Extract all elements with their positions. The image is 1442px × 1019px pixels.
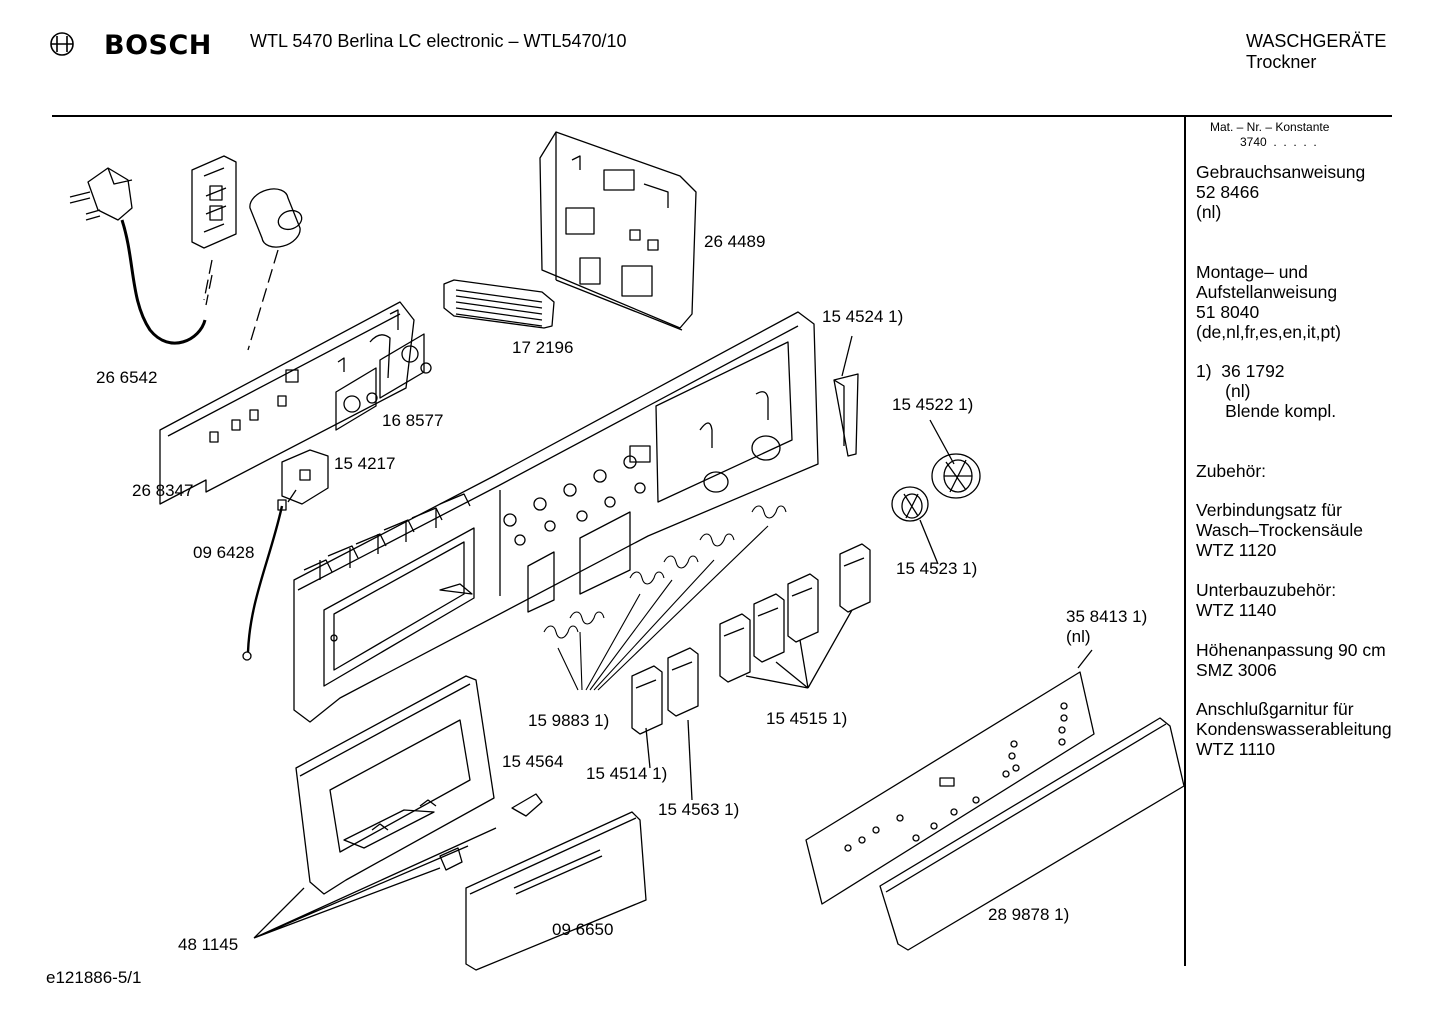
callout-154514: 15 4514 1) bbox=[586, 764, 668, 783]
terminal-block-part bbox=[191, 155, 303, 351]
callout-154522: 15 4522 1) bbox=[892, 395, 974, 414]
callout-481145: 48 1145 bbox=[178, 935, 239, 954]
category-label: WASCHGERÄTE bbox=[1246, 31, 1387, 51]
sidebar-block-installation: Montage– und Aufstellanweisung 51 8040 (… bbox=[1196, 262, 1341, 342]
callout-154523: 15 4523 1) bbox=[896, 559, 978, 578]
callout-154564: 15 4564 bbox=[502, 752, 564, 771]
control-pcb-part bbox=[159, 301, 415, 505]
callout-154563: 15 4563 1) bbox=[658, 800, 740, 819]
mat-nr-header: Mat. – Nr. – Konstante bbox=[1210, 120, 1330, 134]
cover-strip-part bbox=[879, 717, 1185, 951]
callout-358413: 35 8413 1) bbox=[1066, 607, 1148, 626]
sidebar-block-height: Höhenanpassung 90 cm SMZ 3006 bbox=[1196, 640, 1386, 680]
fascia-plate-part bbox=[805, 649, 1095, 905]
microswitch-part bbox=[281, 449, 329, 505]
callout-264489: 26 4489 bbox=[704, 232, 766, 251]
callout-096650: 09 6650 bbox=[552, 920, 614, 939]
callout-358413-note: (nl) bbox=[1066, 627, 1091, 646]
document-id: e121886-5/1 bbox=[46, 968, 142, 987]
flap-part bbox=[465, 811, 647, 971]
push-buttons-part bbox=[631, 543, 871, 801]
bracket-part bbox=[833, 335, 859, 457]
control-panel-body bbox=[293, 311, 819, 723]
model-title: WTL 5470 Berlina LC electronic – WTL5470… bbox=[250, 31, 627, 51]
callout-266542: 26 6542 bbox=[96, 368, 158, 387]
door-panel-part bbox=[253, 675, 543, 939]
sidebar-block-accessories: Zubehör: bbox=[1196, 461, 1267, 481]
wiring-harness-part bbox=[443, 279, 555, 329]
callout-172196: 17 2196 bbox=[512, 338, 574, 357]
brand-name: BOSCH bbox=[104, 30, 212, 61]
callout-154515: 15 4515 1) bbox=[766, 709, 848, 728]
knobs-part bbox=[891, 419, 981, 565]
mat-nr-value: 3740 . . . . . bbox=[1240, 135, 1317, 149]
callout-289878: 28 9878 1) bbox=[988, 905, 1070, 924]
sidebar-block-drain-kit: Anschlußgarnitur für Kondenswasserableit… bbox=[1196, 699, 1392, 759]
mains-plug-part bbox=[69, 167, 213, 345]
callout-168577: 16 8577 bbox=[382, 411, 444, 430]
callout-268347: 26 8347 bbox=[132, 481, 194, 500]
callout-154524: 15 4524 1) bbox=[822, 307, 904, 326]
ground-wire-part bbox=[242, 499, 287, 661]
callout-154217: 15 4217 bbox=[334, 454, 396, 473]
callout-096428: 09 6428 bbox=[193, 543, 255, 562]
potentiometer-part bbox=[335, 333, 432, 431]
bosch-armature-icon bbox=[50, 32, 74, 56]
callout-159883: 15 9883 1) bbox=[528, 711, 610, 730]
sidebar-block-manual: Gebrauchsanweisung 52 8466 (nl) bbox=[1196, 162, 1366, 222]
subcategory-label: Trockner bbox=[1246, 52, 1317, 72]
electronic-module-part bbox=[539, 131, 697, 331]
springs-part bbox=[543, 505, 787, 691]
sidebar-block-underbuild: Unterbauzubehör: WTZ 1140 bbox=[1196, 580, 1337, 620]
sidebar-block-stacking-kit: Verbindungsatz für Wasch–Trockensäule WT… bbox=[1196, 500, 1363, 560]
sidebar-block-footnote: 1) 36 1792 (nl) Blende kompl. bbox=[1196, 361, 1337, 421]
